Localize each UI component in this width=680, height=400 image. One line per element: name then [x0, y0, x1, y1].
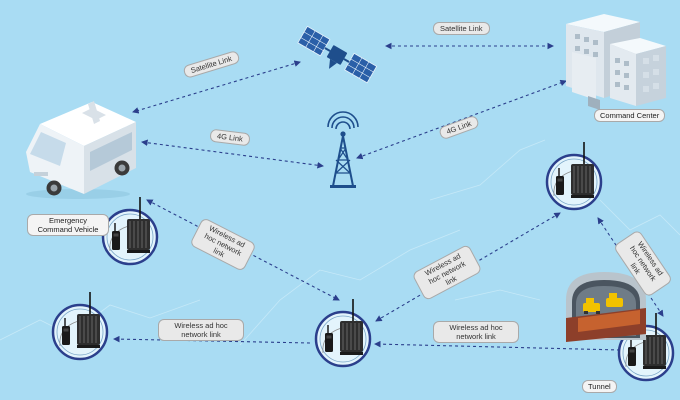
label-satellite-link-right: Satellite Link	[433, 22, 490, 35]
label-adhoc-tunnel-center: Wireless ad hoc network link	[433, 321, 519, 343]
label-adhoc-center-left: Wireless ad hoc network link	[158, 319, 244, 341]
label-emergency-command-vehicle: Emergency Command Vehicle	[27, 214, 109, 236]
radio-node-icon	[316, 299, 370, 366]
label-command-center: Command Center	[594, 109, 665, 122]
link-4g-left	[142, 142, 323, 166]
radio-node-icon	[53, 292, 107, 359]
satellite-icon	[294, 26, 376, 89]
label-tunnel: Tunnel	[582, 380, 617, 393]
radio-node-icon	[547, 142, 601, 209]
radio-node-icon	[103, 197, 157, 264]
link-adhoc-tunnel-center	[375, 344, 620, 350]
van-icon	[26, 101, 136, 199]
tunnel-icon	[566, 272, 646, 342]
cell-tower-icon	[328, 112, 358, 188]
building-icon	[566, 14, 666, 110]
